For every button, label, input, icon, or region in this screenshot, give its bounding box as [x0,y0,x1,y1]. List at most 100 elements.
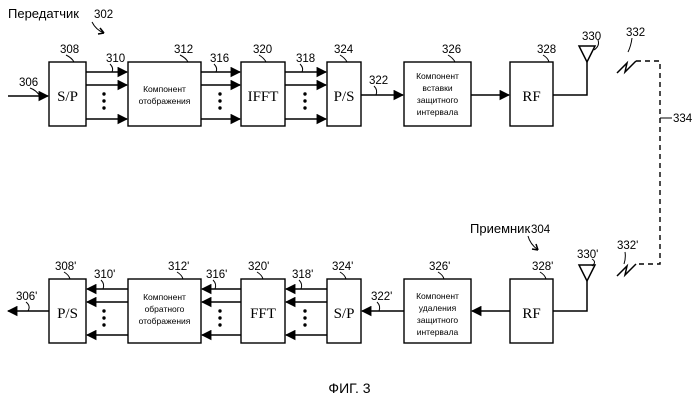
rx-bus-ref-322: 322' [371,291,392,303]
fft-ref-leader [257,272,263,279]
transmitter-section: Передатчик 302 306 S/P 308 310 Компонент… [8,6,645,126]
sp-label: S/P [57,89,78,105]
ellipsis-dot [218,106,221,109]
rx-antenna-ref: 330' [577,249,598,261]
mapping-label-line2: отображения [139,96,191,106]
rf-ref: 328 [537,44,556,56]
ellipsis-dot [303,316,306,319]
figure-caption: ФИГ. 3 [328,380,370,396]
rx-ps-label: P/S [57,306,78,322]
fft-ref: 320' [248,261,269,273]
receiver-section: Приемник 304 332' 330' RF 328' Компонент… [8,221,638,343]
channel-dashed-link [636,61,660,264]
guard-remove-ref-leader [438,272,444,279]
guard-insert-line1: Компонент [416,71,459,81]
receiver-title: Приемник [470,221,530,236]
rx-bus-ref-310-leader [101,280,104,289]
bus-ref-316-leader [214,64,217,72]
guard-insert-line2: вставки [422,83,452,93]
antenna-icon [579,46,595,62]
guard-insert-ref-leader [448,55,455,62]
receiver-leader [528,236,538,250]
antenna-icon [579,265,595,281]
rx-ps-ref-leader [64,272,70,279]
demapping-ref-leader [177,272,183,279]
input-ref-leader [30,88,40,96]
guard-remove-line3: защитного [417,315,459,325]
sp-ref: 308 [60,44,79,56]
ellipsis-dot [102,323,105,326]
ellipsis-dot [303,99,306,102]
lightning-icon [617,264,636,276]
demapping-label-line2: обратного [145,304,185,314]
demapping-label-line1: Компонент [143,292,186,302]
ellipsis-dot [303,323,306,326]
rf-ref-leader [543,55,549,62]
guard-insert-line4: интервала [417,107,459,117]
bus-ref-310: 310 [106,53,125,65]
rf-label: RF [522,89,540,105]
guard-remove-line4: интервала [417,327,459,337]
lightning-icon [617,61,636,73]
channel-ref: 334 [673,113,693,125]
rx-rf-label: RF [522,306,540,322]
ellipsis-dot [218,316,221,319]
ps-label: P/S [334,89,355,105]
signal-ref-leader [628,38,632,52]
rx-sp-ref: 324' [332,261,353,273]
ellipsis-dot [303,106,306,109]
rx-bus-ref-318-leader [299,280,302,289]
ellipsis-dot [102,92,105,95]
rx-sp-label: S/P [334,306,355,322]
rx-sp-ref-leader [340,272,346,279]
mapping-ref-leader [180,55,188,62]
transmitter-title: Передатчик [8,6,79,21]
rx-bus-ref-318: 318' [292,269,313,281]
guard-remove-line2: удаления [419,303,457,313]
guard-remove-line1: Компонент [416,291,459,301]
transmitter-leader-arrow [98,28,104,34]
ellipsis-dot [102,99,105,102]
ellipsis-dot [303,309,306,312]
rx-bus-ref-316-leader [213,280,216,289]
guard-insert-ref: 326 [442,44,461,56]
rx-bus-ref-322-leader [377,302,380,311]
demapping-label-line3: отображения [139,316,191,326]
ellipsis-dot [102,106,105,109]
ellipsis-dot [102,316,105,319]
input-ref: 306 [19,77,38,89]
bus-ref-318: 318 [296,53,315,65]
output-ref-leader [26,302,29,311]
demapping-ref: 312' [168,261,189,273]
bus-ref-322: 322 [369,75,388,87]
bus-ref-316: 316 [210,53,229,65]
ps-ref-leader [340,55,347,62]
ps-ref: 324 [334,44,354,56]
mapping-block [128,62,201,126]
ellipsis-dot [218,99,221,102]
rx-bus-ref-316: 316' [206,269,227,281]
ellipsis-dot [303,92,306,95]
bus-ref-318-leader [300,64,303,72]
antenna-feed [553,62,587,95]
mapping-ref: 312 [174,44,193,56]
ellipsis-dot [218,92,221,95]
sp-ref-leader [66,55,74,62]
guard-insert-line3: защитного [417,95,459,105]
ifft-ref-leader [259,55,266,62]
antenna-feed [553,281,587,311]
mapping-label-line1: Компонент [143,84,186,94]
bus-ref-322-leader [374,86,377,95]
transmitter-ref: 302 [94,9,113,21]
ellipsis-dot [218,323,221,326]
rx-signal-ref-leader [624,252,625,264]
ellipsis-dot [102,309,105,312]
ifft-label: IFFT [248,89,279,105]
channel: 334 [636,61,693,264]
fft-label: FFT [250,306,276,322]
guard-remove-ref: 326' [429,261,450,273]
rx-bus-ref-310: 310' [94,269,115,281]
ellipsis-dot [218,309,221,312]
rx-signal-ref: 332' [617,240,638,252]
